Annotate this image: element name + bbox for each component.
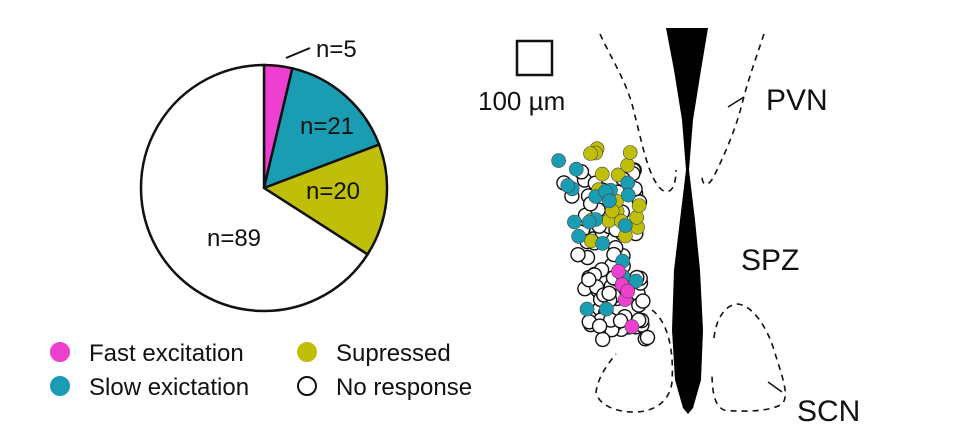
cell-supressed xyxy=(594,166,610,182)
cell-slow-exictation xyxy=(571,229,586,244)
pie-label-slow-exictation: n=21 xyxy=(300,113,354,140)
scale-bar-square xyxy=(515,39,554,77)
cell-slow-exictation xyxy=(581,214,597,230)
cell-slow-exictation xyxy=(568,161,584,177)
cell-markers xyxy=(551,141,656,348)
cell-slow-exictation xyxy=(567,214,582,230)
legend-label-slow-exictation: Slow exictation xyxy=(89,374,249,401)
legend-marker-no-response xyxy=(297,376,317,396)
cell-supressed xyxy=(631,198,647,213)
cell-supressed xyxy=(583,146,598,161)
cell-slow-exictation xyxy=(620,175,636,191)
cell-fast-excitation xyxy=(611,263,626,279)
legend-label-fast-excitation: Fast excitation xyxy=(89,340,244,367)
cell-slow-exictation xyxy=(617,218,633,233)
third-ventricle xyxy=(666,28,708,414)
n5-leader-line xyxy=(285,47,311,59)
legend-label-no-response: No response xyxy=(336,374,472,401)
cell-slow-exictation xyxy=(579,301,595,317)
cell-fast-excitation xyxy=(620,283,636,299)
scn-pointer xyxy=(767,381,783,393)
cell-slow-exictation xyxy=(620,187,636,203)
anatomy-map: 100 µm PVN SPZ SCN xyxy=(478,28,860,428)
cell-no-response xyxy=(570,246,586,263)
cell-slow-exictation xyxy=(551,153,566,168)
cell-no-response xyxy=(601,285,617,301)
cell-slow-exictation xyxy=(628,273,644,289)
cell-no-response xyxy=(595,331,611,348)
scn-left-outline xyxy=(595,309,674,413)
pie-slice-no-response xyxy=(139,63,370,313)
cell-slow-exictation xyxy=(595,236,610,251)
pie-label-fast-excitation: n=5 xyxy=(316,36,357,63)
pvn-pointer xyxy=(727,96,745,108)
legend-label-supressed: Supressed xyxy=(336,340,451,367)
cell-supressed xyxy=(610,167,626,183)
region-label-scn: SCN xyxy=(797,395,860,428)
cell-slow-exictation xyxy=(560,178,576,193)
cell-fast-excitation xyxy=(624,319,640,334)
cell-no-response xyxy=(639,329,656,346)
pvn-right-outline xyxy=(701,33,765,186)
pie-label-supressed: n=20 xyxy=(306,178,360,205)
pie-labels: n=5 n=21 n=20 n=89 xyxy=(207,36,360,252)
legend-marker-supressed xyxy=(297,342,317,362)
cell-supressed xyxy=(622,145,638,160)
region-label-pvn: PVN xyxy=(766,84,828,117)
pie-label-no-response: n=89 xyxy=(207,225,261,252)
legend-marker-slow-exictation xyxy=(50,376,70,396)
cell-slow-exictation xyxy=(602,193,617,209)
cell-slow-exictation xyxy=(599,301,614,317)
legend-marker-fast-excitation xyxy=(50,342,70,362)
pvn-left-outline xyxy=(599,33,677,193)
cell-no-response xyxy=(591,318,608,334)
scale-bar-label: 100 µm xyxy=(478,86,565,116)
cell-no-response xyxy=(635,293,651,309)
pie-slice-supressed xyxy=(261,142,389,257)
cell-no-response xyxy=(581,272,597,288)
pie-slice-slow-exictation xyxy=(262,66,381,190)
pie-chart xyxy=(139,63,389,313)
region-label-spz: SPZ xyxy=(741,244,799,277)
scn-right-outline xyxy=(711,303,787,412)
cell-supressed xyxy=(620,158,635,173)
